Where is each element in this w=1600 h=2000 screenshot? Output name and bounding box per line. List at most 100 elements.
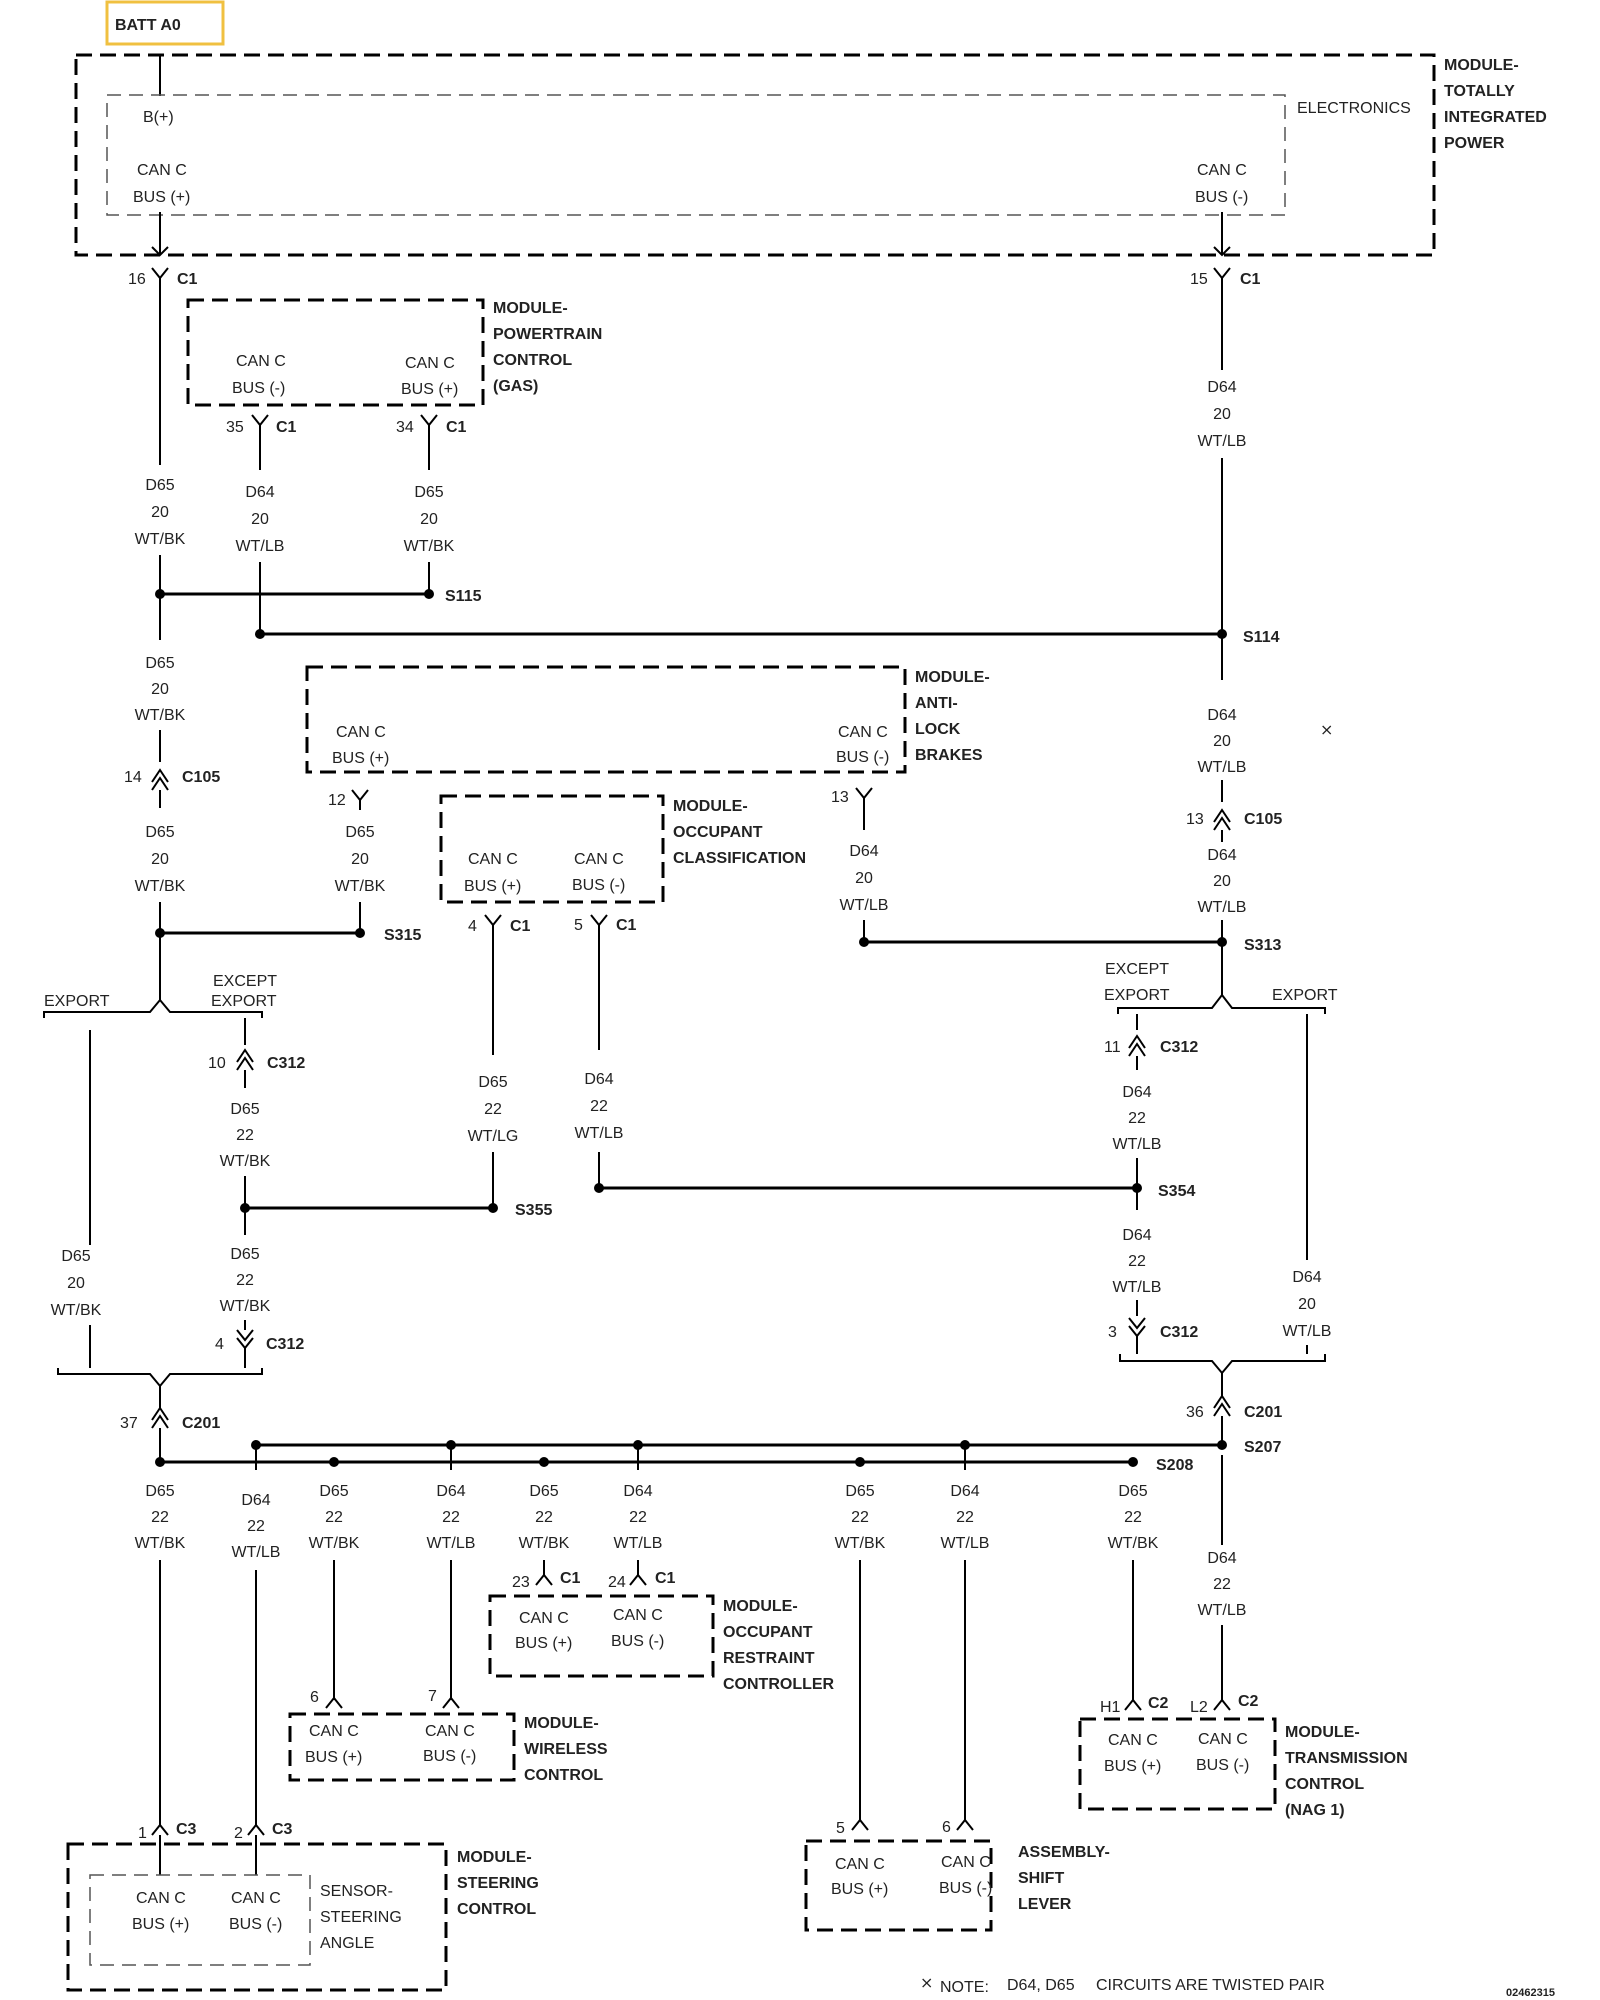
svg-text:22: 22 — [956, 1509, 974, 1526]
occ-busn-2: BUS (-) — [572, 877, 625, 894]
svg-text:WT/BK: WT/BK — [309, 1535, 360, 1552]
svg-text:D65: D65 — [529, 1483, 558, 1500]
svg-text:WT/BK: WT/BK — [135, 878, 186, 895]
svg-text:D65: D65 — [414, 484, 443, 501]
pcm-busp-2: BUS (+) — [401, 381, 458, 398]
connector-c312-3: C312 — [1160, 1324, 1198, 1341]
svg-text:WT/LG: WT/LG — [468, 1128, 519, 1145]
pin-h1: H1 — [1100, 1699, 1121, 1716]
svg-text:MODULE-: MODULE- — [1444, 57, 1519, 74]
svg-text:22: 22 — [247, 1518, 265, 1535]
connector-c312-4: C312 — [266, 1336, 304, 1353]
pin-7: 7 — [428, 1688, 437, 1705]
wire-orc-d65: D65 22 WT/BK — [519, 1483, 570, 1552]
svg-text:WT/LB: WT/LB — [1198, 433, 1247, 450]
connector-c1-5: C1 — [616, 917, 637, 934]
wire-d65-20-a: D65 20 WT/BK — [135, 477, 186, 548]
svg-text:WT/LB: WT/LB — [614, 1535, 663, 1552]
abs-busp-1: CAN C — [336, 724, 386, 741]
pin-2: 2 — [234, 1825, 243, 1842]
scm-name: MODULE- STEERING CONTROL — [457, 1849, 539, 1918]
pin-34: 34 — [396, 419, 414, 436]
shift-name: ASSEMBLY- SHIFT LEVER — [1018, 1844, 1110, 1913]
connector-c1-35: C1 — [276, 419, 297, 436]
shift-box — [804, 1839, 993, 1932]
pin-24: 24 — [608, 1574, 626, 1591]
svg-text:TOTALLY: TOTALLY — [1444, 83, 1515, 100]
splice-s208: S208 — [1156, 1457, 1193, 1474]
abs-box — [305, 665, 907, 774]
svg-text:22: 22 — [1128, 1253, 1146, 1270]
svg-text:MODULE-: MODULE- — [915, 669, 990, 686]
tcm-busp-2: BUS (+) — [1104, 1758, 1161, 1775]
svg-text:WT/LB: WT/LB — [236, 538, 285, 555]
pin-15: 15 — [1190, 271, 1208, 288]
splice-s114: S114 — [1243, 629, 1280, 646]
pin-11: 11 — [1104, 1039, 1121, 1056]
svg-text:STEERING: STEERING — [320, 1909, 402, 1926]
connector-c1-4: C1 — [510, 918, 531, 935]
wire-d64-22-b: D64 22 WT/LB — [1113, 1227, 1162, 1296]
connector-c105-left: C105 — [182, 769, 220, 786]
abs-busn-2: BUS (-) — [836, 749, 889, 766]
wire-tcm-d65: D65 22 WT/BK — [1108, 1483, 1159, 1552]
svg-text:20: 20 — [151, 681, 169, 698]
orc-busn-1: CAN C — [613, 1607, 663, 1624]
svg-text:WT/LB: WT/LB — [1113, 1279, 1162, 1296]
svg-text:D64: D64 — [623, 1483, 652, 1500]
connector-c1-24: C1 — [655, 1570, 676, 1587]
svg-text:WT/LB: WT/LB — [232, 1544, 281, 1561]
svg-text:OCCUPANT: OCCUPANT — [723, 1624, 813, 1641]
svg-text:20: 20 — [420, 511, 438, 528]
svg-text:WT/LB: WT/LB — [941, 1535, 990, 1552]
occ-box — [439, 794, 665, 904]
svg-text:20: 20 — [855, 870, 873, 887]
svg-text:CLASSIFICATION: CLASSIFICATION — [673, 850, 806, 867]
svg-text:D65: D65 — [230, 1246, 259, 1263]
wire-occ-d64: D64 22 WT/LB — [575, 1071, 624, 1142]
svg-text:22: 22 — [442, 1509, 460, 1526]
wcm-busn-2: BUS (-) — [423, 1748, 476, 1765]
tcm-box — [1078, 1717, 1277, 1811]
svg-text:D64: D64 — [1207, 379, 1236, 396]
svg-text:22: 22 — [151, 1509, 169, 1526]
tipm-box — [74, 53, 1436, 257]
wire-scm-d65: D65 22 WT/BK — [135, 1483, 186, 1552]
svg-text:20: 20 — [1213, 406, 1231, 423]
svg-text:22: 22 — [1213, 1576, 1231, 1593]
connector-c312-10: C312 — [267, 1055, 305, 1072]
pin-14: 14 — [124, 769, 142, 786]
connector-c3-2: C3 — [272, 1821, 293, 1838]
tcm-busn-1: CAN C — [1198, 1731, 1248, 1748]
wire-d65-22-a: D65 22 WT/BK — [220, 1101, 271, 1170]
wire-orc-d64: D64 22 WT/LB — [614, 1483, 663, 1552]
svg-text:WT/BK: WT/BK — [835, 1535, 886, 1552]
note-text: CIRCUITS ARE TWISTED PAIR — [1096, 1977, 1325, 1994]
scm-busn-1: CAN C — [231, 1890, 281, 1907]
scm-busn-2: BUS (-) — [229, 1916, 282, 1933]
tcm-name: MODULE- TRANSMISSION CONTROL (NAG 1) — [1285, 1724, 1408, 1819]
svg-text:MODULE-: MODULE- — [673, 798, 748, 815]
orc-busn-2: BUS (-) — [611, 1633, 664, 1650]
svg-text:MODULE-: MODULE- — [457, 1849, 532, 1866]
splice-s315: S315 — [384, 927, 421, 944]
svg-text:WT/LB: WT/LB — [1198, 899, 1247, 916]
connector-c1-15: C1 — [1240, 271, 1261, 288]
svg-text:D65: D65 — [230, 1101, 259, 1118]
svg-text:MODULE-: MODULE- — [1285, 1724, 1360, 1741]
pin-16: 16 — [128, 271, 146, 288]
svg-text:22: 22 — [1124, 1509, 1142, 1526]
svg-text:BRAKES: BRAKES — [915, 747, 983, 764]
pin-6-wcm: 6 — [310, 1689, 319, 1706]
orc-box — [488, 1594, 715, 1678]
svg-text:WT/LB: WT/LB — [1198, 759, 1247, 776]
svg-text:TRANSMISSION: TRANSMISSION — [1285, 1750, 1408, 1767]
connector-c1-34: C1 — [446, 419, 467, 436]
svg-text:INTEGRATED: INTEGRATED — [1444, 109, 1547, 126]
svg-text:ANGLE: ANGLE — [320, 1935, 374, 1952]
orc-busp-1: CAN C — [519, 1610, 569, 1627]
svg-text:ASSEMBLY-: ASSEMBLY- — [1018, 1844, 1110, 1861]
pin-4-c312: 4 — [215, 1336, 224, 1353]
sas-name: SENSOR- STEERING ANGLE — [320, 1883, 402, 1952]
pcm-box — [186, 298, 485, 407]
